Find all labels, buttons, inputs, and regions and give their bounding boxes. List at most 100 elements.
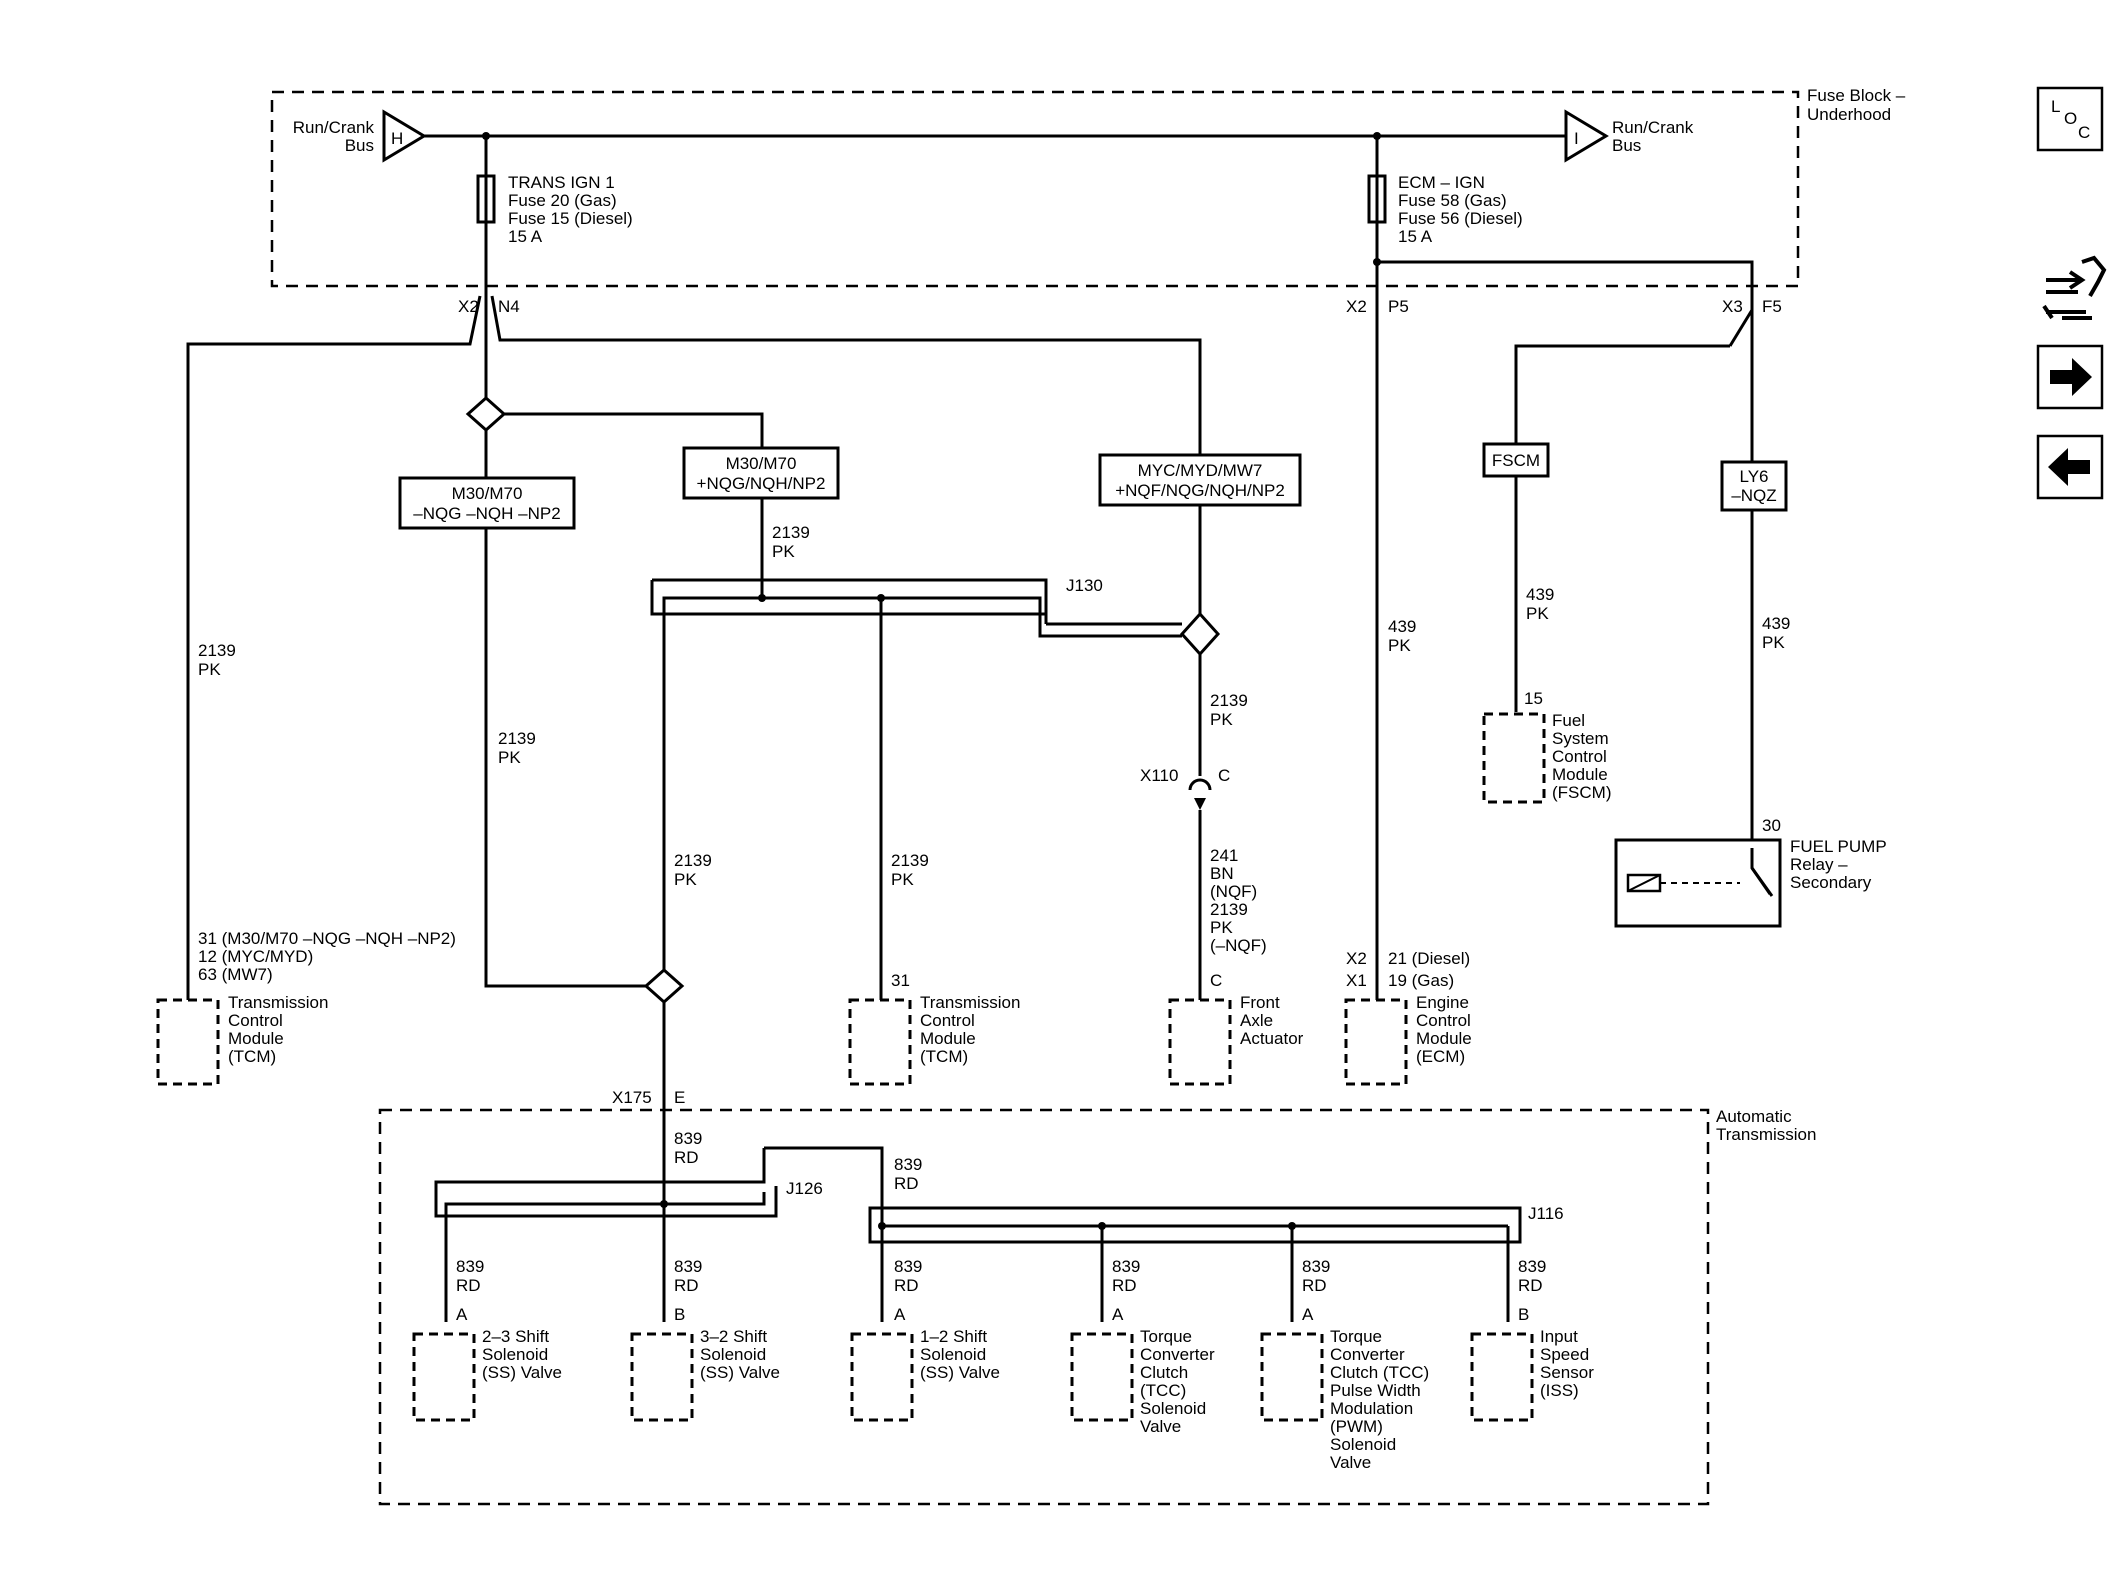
front-axle-actuator-component [1168,998,1232,1086]
arrow-right-icon [2050,358,2092,396]
arrow-left-button[interactable] [2036,434,2104,500]
option-label: M30/M70 [452,484,523,503]
solenoid-pin: B [674,1305,685,1324]
ecm-pin: 19 (Gas) [1388,971,1454,990]
faa-label: Actuator [1240,1029,1304,1048]
tcm1-label: Module [228,1029,284,1048]
solenoid-label: (TCC) [1140,1381,1186,1400]
bus-right-letter: I [1574,129,1579,148]
wire-number: 2139 [772,523,810,542]
fuse-ecm-ign-label: 15 A [1398,227,1433,246]
wire-number: 839 [894,1155,922,1174]
option-label: MYC/MYD/MW7 [1138,461,1263,480]
loc-letter: C [2078,123,2090,142]
relay-coil-icon [1627,874,1661,892]
tcm1-pin: 63 (MW7) [198,965,273,984]
loc-button[interactable]: L O C [2036,86,2104,152]
wire-label: BN [1210,864,1234,883]
splice-j116-outline [868,1206,1522,1244]
wire-number: 839 [894,1257,922,1276]
relay-pin: 30 [1762,816,1781,835]
wire-color: PK [891,870,914,889]
tcm2-component [848,998,912,1086]
pin-n4: N4 [498,297,520,316]
harness-icon[interactable] [2042,255,2107,320]
splice-node [878,1222,886,1230]
loc-letter: O [2064,109,2077,128]
sensor-label: (ISS) [1540,1381,1579,1400]
option-label: FSCM [1492,451,1540,470]
tcm1-label: Control [228,1011,283,1030]
wire-label: PK [1210,918,1233,937]
solenoid-label: 2–3 Shift [482,1327,549,1346]
fscm-label: Control [1552,747,1607,766]
shift-solenoid-1-2 [850,1332,914,1422]
sensor-label: Input [1540,1327,1578,1346]
relay-label: Relay – [1790,855,1848,874]
solenoid-label: Clutch (TCC) [1330,1363,1429,1382]
solenoid-label: Valve [1330,1453,1371,1472]
wire-number: 439 [1526,585,1554,604]
fuse-block: Fuse Block – Underhood H Run/Crank Bus I… [270,86,1906,1000]
transmission-label: Transmission [1716,1125,1816,1144]
option-label: LY6 [1740,467,1769,486]
bus-left-label: Bus [345,136,374,155]
solenoid-label: Valve [1140,1417,1181,1436]
fscm-label: Fuel [1552,711,1585,730]
bus-left-letter: H [391,129,403,148]
wire-number: 2139 [674,851,712,870]
fscm-label: System [1552,729,1609,748]
splice-node [758,594,766,602]
splice-label-j126: J126 [786,1179,823,1198]
wire-color: PK [772,542,795,561]
wire-color: RD [1518,1276,1543,1295]
splice-j126-bar [444,1192,766,1322]
wire-number: 839 [674,1257,702,1276]
solenoid-label: Pulse Width [1330,1381,1421,1400]
solenoid-pin: A [1302,1305,1314,1324]
wire-label: 241 [1210,846,1238,865]
wire [1728,309,1754,347]
tcm1-label: (TCM) [228,1047,276,1066]
connector-x2: X2 [458,297,479,316]
fuse-block-outline [270,90,1800,288]
solenoid-pin: A [456,1305,468,1324]
option-label: –NQG –NQH –NP2 [413,504,560,523]
wire-number: 2139 [198,641,236,660]
solenoid-label: Solenoid [700,1345,766,1364]
tcm1-component [156,998,220,1086]
wire-color: PK [1762,633,1785,652]
wire-color: RD [674,1276,699,1295]
arrow-right-button[interactable] [2036,344,2104,410]
option-box-m30-minus [398,476,576,530]
wire-label: 2139 [1210,900,1248,919]
wire-color: RD [894,1174,919,1193]
wire-label: (–NQF) [1210,936,1267,955]
connector-x2: X2 [1346,297,1367,316]
wire-label: (NQF) [1210,882,1257,901]
nav-panel: L O C [2036,86,2107,500]
splice-label-j130: J130 [1066,576,1103,595]
sensor-label: Speed [1540,1345,1589,1364]
option-box-ly6 [1720,460,1788,512]
relay-label: Secondary [1790,873,1872,892]
bus-left-label: Run/Crank [293,118,375,137]
wire-color: PK [1388,636,1411,655]
solenoid-label: Solenoid [482,1345,548,1364]
components-row: 31 (M30/M70 –NQG –NQH –NP2) 12 (MYC/MYD)… [156,929,1472,1086]
solenoid-pin: A [1112,1305,1124,1324]
solenoid-label: (PWM) [1330,1417,1383,1436]
loc-letter: L [2051,97,2060,116]
fuse-block-label: Underhood [1807,105,1891,124]
tcm1-label: Transmission [228,993,328,1012]
fuse-ecm-ign-label: Fuse 56 (Diesel) [1398,209,1523,228]
wire-number: 439 [1762,614,1790,633]
option-box-m30-plus [682,446,840,500]
ecm-branches: 439 PK FSCM 439 PK LY6 –NQZ 439 PK 15 Fu… [1388,280,1887,928]
splice-outline [652,578,1048,624]
solenoid-label: 3–2 Shift [700,1327,767,1346]
tcm2-pin: 31 [891,971,910,990]
tcm2-label: Module [920,1029,976,1048]
loc-icon[interactable] [2036,86,2104,152]
solenoid-label: (SS) Valve [482,1363,562,1382]
